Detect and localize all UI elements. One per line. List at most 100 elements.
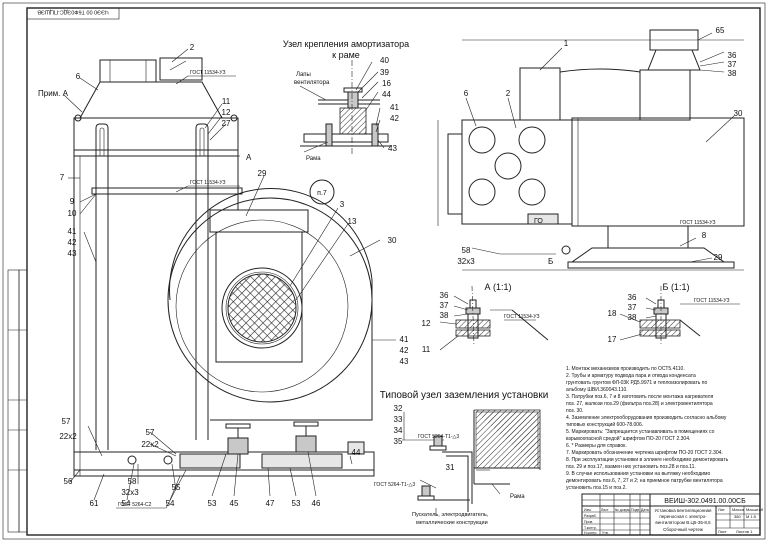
gr-gost-upper: ГОСТ 5264-Т1-△3 bbox=[418, 434, 459, 440]
note-line-6: поз. 27, жалюзи поз.29 (фильтра поз.28) … bbox=[566, 401, 713, 407]
callout-9: 9 bbox=[70, 197, 75, 206]
left-view bbox=[63, 48, 396, 509]
callout-7: 7 bbox=[60, 173, 65, 182]
callout-42-right: 42 bbox=[400, 346, 409, 355]
callout-22x2-mid: 22x2 bbox=[141, 440, 159, 449]
note-line-15: поз. 29 и поз.17, взамен них установить … bbox=[566, 464, 696, 470]
callout-27: 27 bbox=[222, 119, 231, 128]
note-line-4: альбому ШВИ.360043.110. bbox=[566, 387, 628, 393]
lapy-line1: Лапы bbox=[296, 72, 311, 78]
grounding-labels: Типовой узел заземления установки 32 33 … bbox=[374, 390, 548, 526]
grounding-detail bbox=[402, 409, 541, 516]
sb-gost: ГОСТ 11534-УЗ bbox=[694, 298, 730, 304]
callout-56: 56 bbox=[64, 477, 73, 486]
mount-callout-43: 43 bbox=[388, 144, 397, 153]
rv-callout-37: 37 bbox=[728, 60, 737, 69]
gost-note-bottom: ГОСТ 5264-С2 bbox=[118, 502, 152, 508]
grounding-title: Типовой узел заземления установки bbox=[380, 390, 549, 401]
mount-title-line2: к раме bbox=[332, 50, 360, 60]
gr-gost-lower: ГОСТ 5264-Т1-△3 bbox=[374, 482, 415, 488]
callout-53-left: 53 bbox=[208, 499, 217, 508]
rv-callout-2: 2 bbox=[506, 89, 511, 98]
tb-sheet: Лист bbox=[718, 529, 727, 534]
callout-43-right: 43 bbox=[400, 357, 409, 366]
rv-callout-58: 58 bbox=[462, 246, 471, 255]
tb-col-list: Лист bbox=[601, 508, 609, 512]
note-line-7: поз. 30. bbox=[566, 408, 583, 414]
callout-11: 11 bbox=[222, 97, 231, 106]
gr-note-line1: Пускатель, электродвигатель, bbox=[412, 512, 489, 518]
tb-role-tkontr: Т.контр. bbox=[584, 526, 597, 530]
gr-note-line2: металлические конструкции bbox=[416, 520, 488, 526]
prim-a-label: Прим. А bbox=[38, 89, 69, 98]
callout-53-right: 53 bbox=[292, 499, 301, 508]
callout-42: 42 bbox=[68, 238, 77, 247]
valve-left bbox=[225, 423, 251, 455]
callout-3: 3 bbox=[340, 200, 345, 209]
callout-41: 41 bbox=[68, 227, 77, 236]
sa-gost: ГОСТ 11534-УЗ bbox=[504, 314, 540, 320]
tb-sheets: Листов 1 bbox=[736, 529, 753, 534]
gr-callout-31: 31 bbox=[446, 463, 455, 472]
tb-scale: Масштаб bbox=[746, 507, 764, 512]
note-line-14: 8. При эксплуатации установки в эллинге … bbox=[566, 457, 729, 463]
rv-callout-29: 29 bbox=[714, 253, 723, 262]
callout-6: 6 bbox=[76, 72, 81, 81]
tb-mass: Масса bbox=[732, 507, 745, 512]
rv-callout-65: 65 bbox=[716, 26, 725, 35]
note-line-13: 7. Маркировать обозначение чертежа шрифт… bbox=[566, 450, 723, 456]
gr-callout-33: 33 bbox=[394, 415, 403, 424]
mount-callout-42: 42 bbox=[390, 114, 399, 123]
callout-12: 12 bbox=[222, 108, 231, 117]
valve-right bbox=[293, 421, 319, 453]
tb-col-podp: Подп. bbox=[631, 508, 640, 512]
mount-callout-16: 16 bbox=[382, 79, 391, 88]
sa-callout-12: 12 bbox=[422, 319, 431, 328]
note-line-10: 5. Маркировать: "Запрещается устанавлива… bbox=[566, 429, 715, 435]
section-b bbox=[619, 286, 740, 346]
tb-name-line2: переносная с электро- bbox=[659, 514, 707, 519]
mount-callout-40: 40 bbox=[380, 56, 389, 65]
p7-marker: п.7 bbox=[317, 190, 327, 197]
tb-role-razrab: Разраб. bbox=[584, 514, 597, 518]
sb-callout-38: 38 bbox=[628, 313, 637, 322]
rv-go-label: ГО bbox=[534, 218, 543, 225]
section-a-marker: А bbox=[246, 153, 252, 162]
callout-57-left: 57 bbox=[62, 417, 71, 426]
gr-callout-35: 35 bbox=[394, 437, 403, 446]
left-margin-strip bbox=[7, 269, 28, 533]
callout-46: 46 bbox=[312, 499, 321, 508]
tb-name-line1: Установка вентиляционная bbox=[655, 508, 713, 513]
sheet-outer-border bbox=[2, 2, 766, 540]
callout-32x3: 32x3 bbox=[121, 488, 139, 497]
technical-notes: 1. Монтаж механизмов производить по ОСТ5… bbox=[566, 366, 729, 491]
callout-54-right: 54 bbox=[166, 499, 175, 508]
note-line-11: взрывоопасной средой" шрифтом ПО-20 ГОСТ… bbox=[566, 435, 690, 442]
tb-name-line3: вентилятором В.Ц5-35-8,5 bbox=[655, 520, 711, 525]
section-a bbox=[439, 285, 549, 351]
tb-col-docum: № докум. bbox=[615, 508, 630, 512]
section-a-labels: А (1:1) 36 37 38 12 11 ГОСТ 11534-УЗ bbox=[422, 282, 540, 354]
rv-callout-32x3: 32x3 bbox=[457, 257, 475, 266]
note-line-16: 9. В случае использования установки на в… bbox=[566, 471, 710, 477]
tb-col-data: Дата bbox=[641, 508, 649, 512]
sa-callout-36: 36 bbox=[440, 291, 449, 300]
callout-30: 30 bbox=[388, 236, 397, 245]
tb-lit: Лит. bbox=[718, 507, 725, 512]
right-view bbox=[437, 29, 745, 271]
lapy-line2: вентилятора bbox=[294, 80, 330, 86]
mount-callout-41: 41 bbox=[390, 103, 399, 112]
rv-callout-36: 36 bbox=[728, 51, 737, 60]
mount-callout-39: 39 bbox=[380, 68, 389, 77]
section-b-title: Б (1:1) bbox=[663, 282, 690, 292]
rv-callout-30: 30 bbox=[734, 109, 743, 118]
gost-note-top: ГОСТ 11534-УЗ bbox=[190, 70, 226, 76]
tb-scale-value: М 1:5 bbox=[746, 514, 757, 519]
title-block: ВЕИШ-302.0491.00.00СБ Установка вентиляц… bbox=[581, 493, 764, 536]
callout-58: 58 bbox=[128, 477, 137, 486]
sa-callout-38: 38 bbox=[440, 311, 449, 320]
note-line-17: демонтировать поз.6, 7, 27 и 2; на прием… bbox=[566, 478, 723, 484]
gr-rama-label: Рама bbox=[510, 494, 525, 500]
